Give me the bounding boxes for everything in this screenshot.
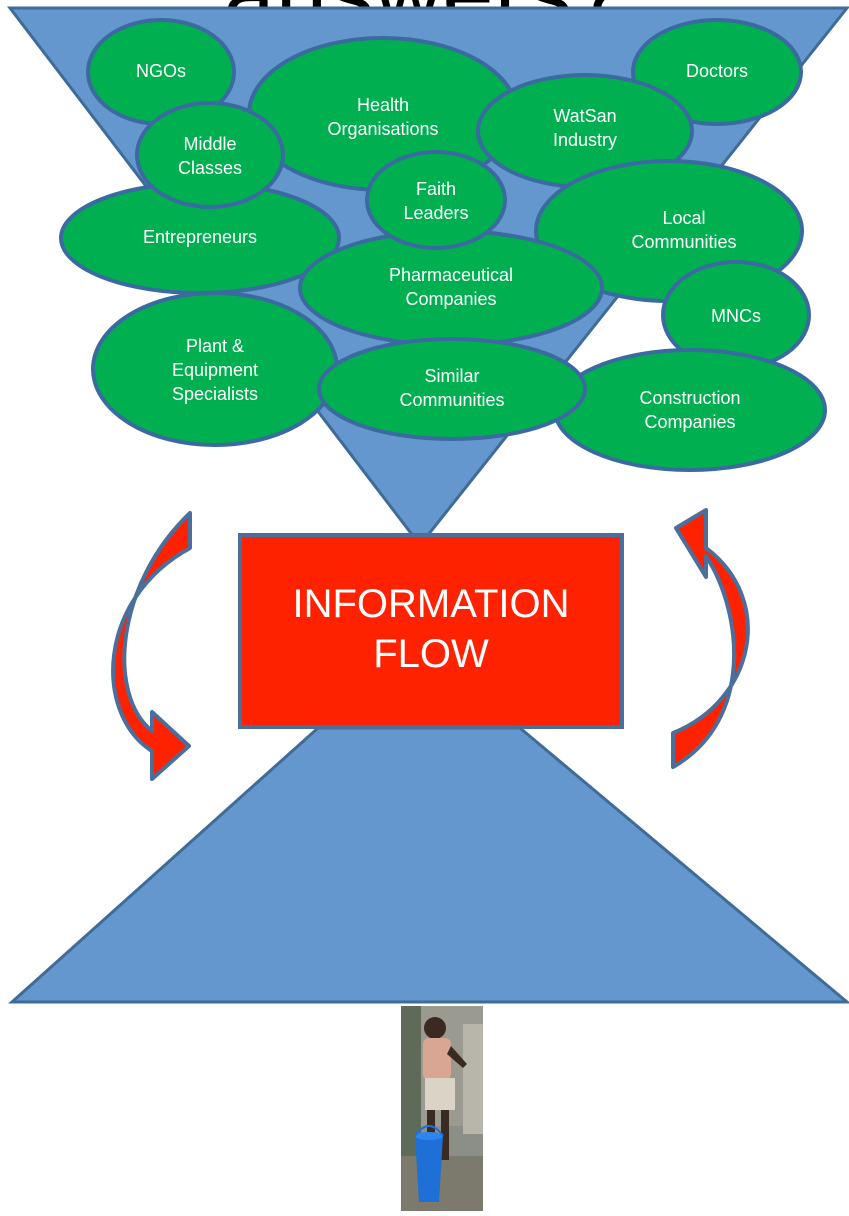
stakeholder-label: Doctors — [686, 61, 748, 81]
right-cycle-arrow — [671, 508, 750, 769]
stakeholder-doctors: Doctors — [631, 18, 803, 126]
stakeholder-entrepreneurs: Entrepreneurs — [59, 181, 341, 295]
left-cycle-arrow — [111, 511, 192, 781]
bottom-funnel — [8, 726, 849, 1004]
stakeholder-label: MNCs — [711, 306, 761, 326]
stakeholder-label: Entrepreneurs — [143, 227, 257, 247]
information-flow-box — [238, 533, 624, 729]
stakeholder-label: NGOs — [136, 61, 186, 81]
photo-child-with-bucket — [401, 1006, 483, 1211]
